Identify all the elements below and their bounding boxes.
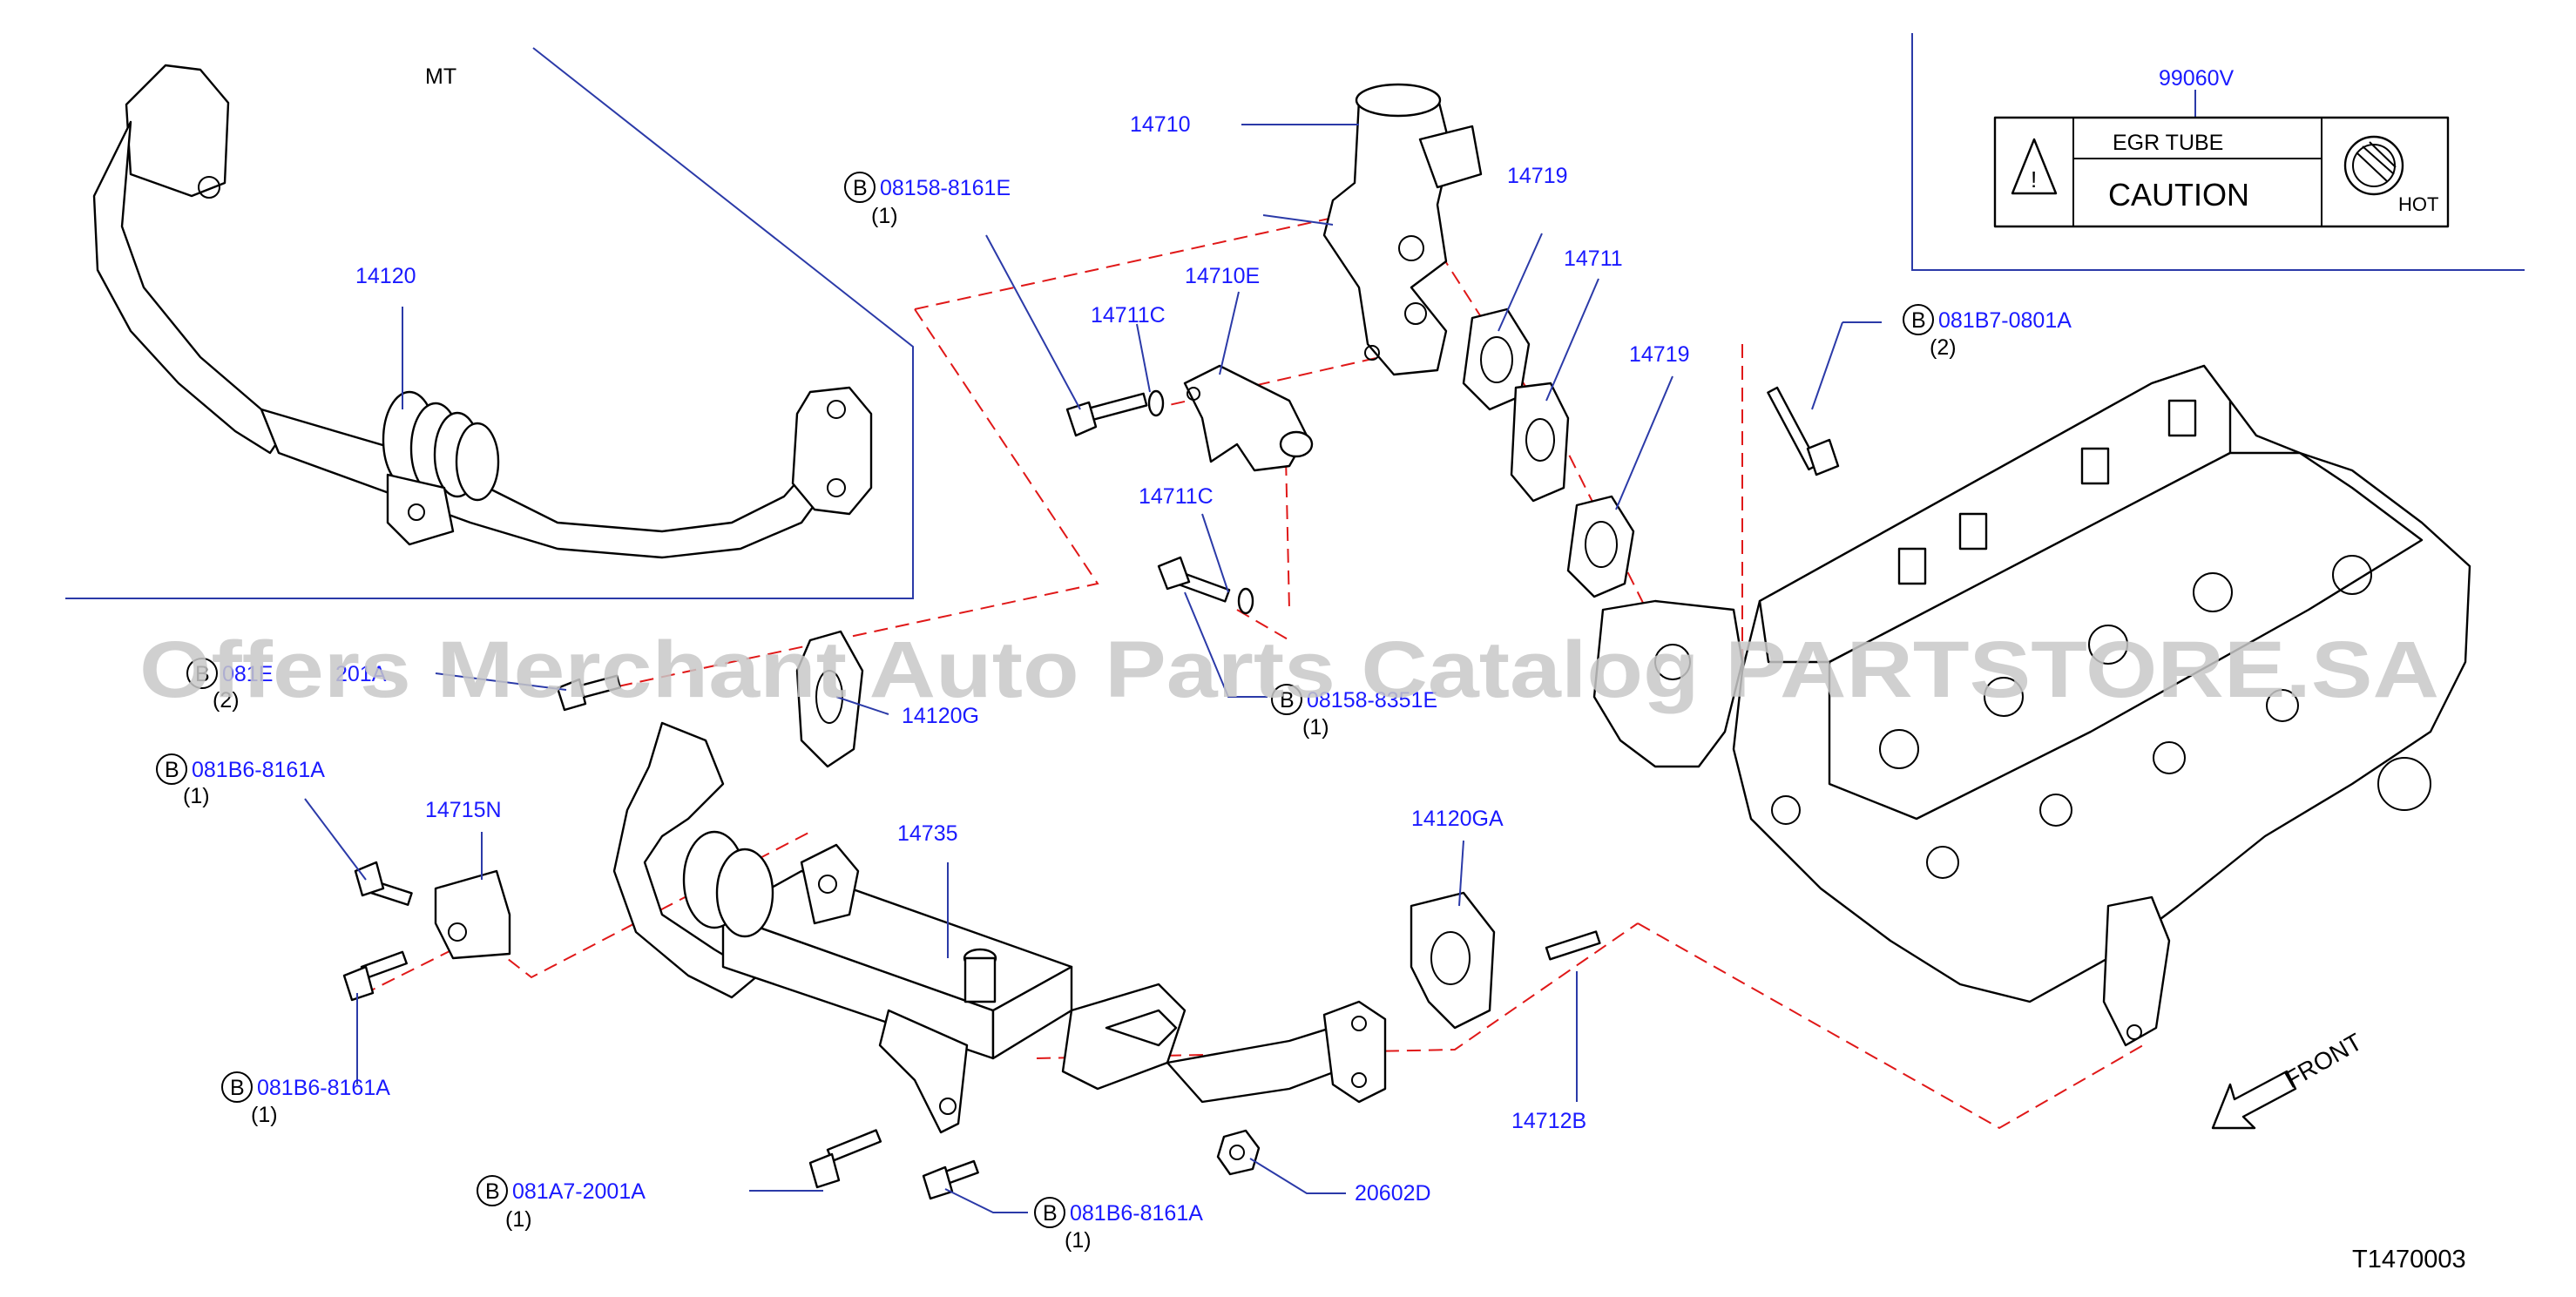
bracket-14710e xyxy=(1183,364,1314,472)
bracket-14715n xyxy=(434,869,511,960)
svg-text:B: B xyxy=(1043,1201,1058,1226)
part-number-14120ga: 14120GA xyxy=(1411,807,1504,831)
b-marker-icon xyxy=(1034,1197,1065,1228)
part-number-14719: 14719 xyxy=(1507,164,1568,188)
qty: (1) xyxy=(1302,715,1329,740)
svg-text:B: B xyxy=(230,1076,245,1100)
bolt-081b7-0801a: 081B7-0801A xyxy=(1938,308,2072,333)
caution-hot-text: HOT xyxy=(2398,193,2438,215)
front-arrow-icon xyxy=(2211,1070,2297,1130)
mt-label: MT xyxy=(425,64,456,89)
part-number-14712b: 14712B xyxy=(1511,1109,1586,1133)
qty: (1) xyxy=(505,1207,532,1232)
svg-text:B: B xyxy=(1280,688,1295,713)
part-number-14719: 14719 xyxy=(1629,342,1690,367)
qty: (1) xyxy=(251,1103,278,1127)
b-marker-icon xyxy=(1903,304,1934,335)
part-number-14711c: 14711C xyxy=(1139,484,1214,509)
front-text: FRONT xyxy=(2281,1028,2367,1093)
egr-valve xyxy=(1322,83,1483,376)
part-number-14710: 14710 xyxy=(1130,112,1191,137)
mt-inset-frame xyxy=(65,47,914,599)
long-bolt-081b7 xyxy=(1767,386,1840,476)
caution-label: ! EGR TUBE CAUTION HOT xyxy=(1993,116,2450,228)
caution-line1-text: EGR TUBE xyxy=(2113,131,2223,155)
part-labels: MT 14120 14710 14719 14711 14719 14710E … xyxy=(183,64,2466,1273)
part-number-14715n: 14715N xyxy=(425,798,502,822)
egr-cooler-assembly xyxy=(612,721,1496,1134)
bolt-081b6-8161a: 081B6-8161A xyxy=(192,758,325,782)
svg-text:!: ! xyxy=(2031,166,2037,193)
b-marker-icon xyxy=(186,658,218,689)
b-marker-icon xyxy=(477,1175,508,1206)
qty: (1) xyxy=(871,204,898,228)
b-marker-icon xyxy=(156,753,187,785)
diagram-code: T1470003 xyxy=(2352,1246,2466,1273)
part-number-14120g: 14120G xyxy=(902,704,979,728)
warning-triangle-icon xyxy=(2011,138,2058,195)
part-number-14711c: 14711C xyxy=(1091,303,1166,328)
part-number-14710e: 14710E xyxy=(1185,264,1260,288)
caution-line2-text: CAUTION xyxy=(2108,177,2249,213)
bolt-081b6-8161a: 081B6-8161A xyxy=(257,1076,390,1100)
svg-text:B: B xyxy=(1911,308,1926,333)
front-arrow: FRONT xyxy=(2211,1028,2367,1130)
svg-text:B: B xyxy=(195,662,210,686)
qty: (1) xyxy=(1065,1228,1092,1253)
qty: (1) xyxy=(183,784,210,808)
egr-tube-mt xyxy=(92,64,873,559)
part-number-14735: 14735 xyxy=(897,821,958,846)
bolt-081e-partial-tail: 201A xyxy=(335,662,387,686)
watermark-text: Offers Merchant Auto Parts Catalog PARTS… xyxy=(139,625,2439,714)
bolts-lower xyxy=(342,861,1601,1200)
part-number-14711: 14711 xyxy=(1564,247,1623,271)
part-number-14120: 14120 xyxy=(355,264,416,288)
svg-text:B: B xyxy=(485,1179,500,1204)
svg-text:B: B xyxy=(853,176,868,200)
bolt-08158-8351e: 08158-8351E xyxy=(1307,688,1437,713)
part-number-20602d: 20602D xyxy=(1355,1181,1431,1206)
qty: (2) xyxy=(1930,335,1957,360)
bolt-081a7-2001a: 081A7-2001A xyxy=(512,1179,646,1204)
bolt-08158-8161e: 08158-8161E xyxy=(880,176,1011,200)
cylinder-head xyxy=(1732,364,2471,1047)
qty: (2) xyxy=(213,688,240,713)
svg-text:B: B xyxy=(165,758,179,782)
bolt-081b6-8161a: 081B6-8161A xyxy=(1070,1201,1203,1226)
part-number-99060v: 99060V xyxy=(2159,66,2235,91)
bolts-upper xyxy=(556,389,1254,712)
gaskets xyxy=(1462,307,1635,598)
leader-lines xyxy=(304,90,2196,1213)
b-markers: B B B B B B B B xyxy=(156,172,1934,1228)
b-marker-icon xyxy=(221,1071,253,1103)
head-flange xyxy=(1592,599,1744,768)
b-marker-icon xyxy=(1271,684,1302,715)
b-marker-icon xyxy=(844,172,876,203)
bolt-081e-partial: 081E xyxy=(222,662,273,686)
caution-inset-frame xyxy=(1911,33,2525,271)
gasket-14120g xyxy=(795,630,864,768)
